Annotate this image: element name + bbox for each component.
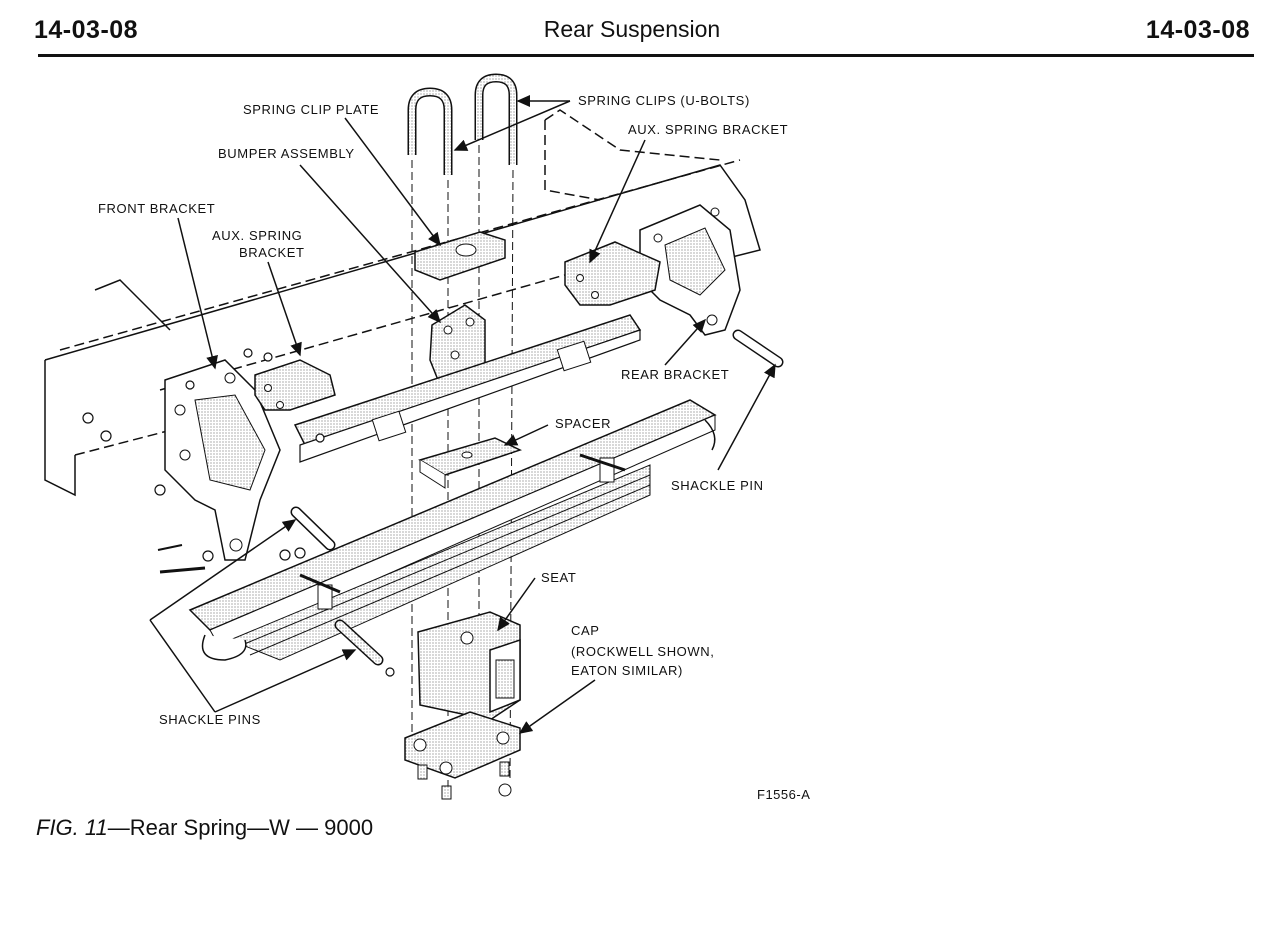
label-aux-spring-bracket-left-line1: AUX. SPRING bbox=[212, 228, 303, 243]
spring-seat bbox=[417, 611, 521, 721]
spring-clip-plate bbox=[414, 231, 506, 281]
label-rear-bracket: REAR BRACKET bbox=[621, 367, 730, 382]
figure-number: FIG. 11 bbox=[36, 815, 108, 840]
label-bumper-assembly: BUMPER ASSEMBLY bbox=[218, 146, 355, 161]
label-spring-clip-plate: SPRING CLIP PLATE bbox=[243, 102, 380, 117]
auxiliary-spring bbox=[293, 314, 642, 463]
label-cap-line3: EATON SIMILAR) bbox=[571, 663, 683, 678]
label-spacer: SPACER bbox=[555, 416, 612, 431]
label-front-bracket: FRONT BRACKET bbox=[98, 201, 216, 216]
figure-caption: FIG. 11—Rear Spring—W — 9000 bbox=[36, 815, 373, 841]
shackle-pin-front bbox=[290, 506, 336, 551]
label-shackle-pin: SHACKLE PIN bbox=[671, 478, 764, 493]
bolts-and-nuts bbox=[82, 348, 395, 677]
front-bracket bbox=[164, 359, 281, 561]
label-cap-line2: (ROCKWELL SHOWN, bbox=[571, 644, 715, 659]
label-aux-spring-bracket-right: AUX. SPRING BRACKET bbox=[628, 122, 789, 137]
u-bolt-right bbox=[474, 73, 518, 165]
u-bolt-left bbox=[407, 87, 453, 175]
spacer bbox=[418, 437, 522, 489]
label-cap-line1: CAP bbox=[571, 623, 600, 638]
leader-lines bbox=[149, 95, 776, 734]
main-leaf-spring bbox=[188, 399, 717, 661]
section-title: Rear Suspension bbox=[543, 16, 721, 42]
label-shackle-pins: SHACKLE PINS bbox=[159, 712, 261, 727]
bumper-assembly bbox=[429, 304, 486, 386]
figure-caption-text: —Rear Spring—W — 9000 bbox=[107, 815, 374, 840]
shackle-pin-rear bbox=[732, 329, 784, 368]
frame-rail bbox=[44, 109, 761, 497]
label-spring-clips: SPRING CLIPS (U-BOLTS) bbox=[578, 93, 750, 108]
label-aux-spring-bracket-left-line2: BRACKET bbox=[239, 245, 305, 260]
header-rule bbox=[38, 54, 1254, 57]
figure-code: F1556-A bbox=[757, 787, 811, 802]
page-number-left: 14-03-08 bbox=[34, 16, 139, 44]
aux-spring-bracket-left bbox=[254, 359, 336, 411]
aux-spring-bracket-right bbox=[564, 241, 661, 306]
label-seat: SEAT bbox=[541, 570, 577, 585]
page-number-right: 14-03-08 bbox=[1145, 16, 1250, 44]
rear-bracket bbox=[639, 204, 741, 336]
axle-cap bbox=[404, 711, 521, 800]
shackle-pin-lower bbox=[334, 619, 384, 666]
